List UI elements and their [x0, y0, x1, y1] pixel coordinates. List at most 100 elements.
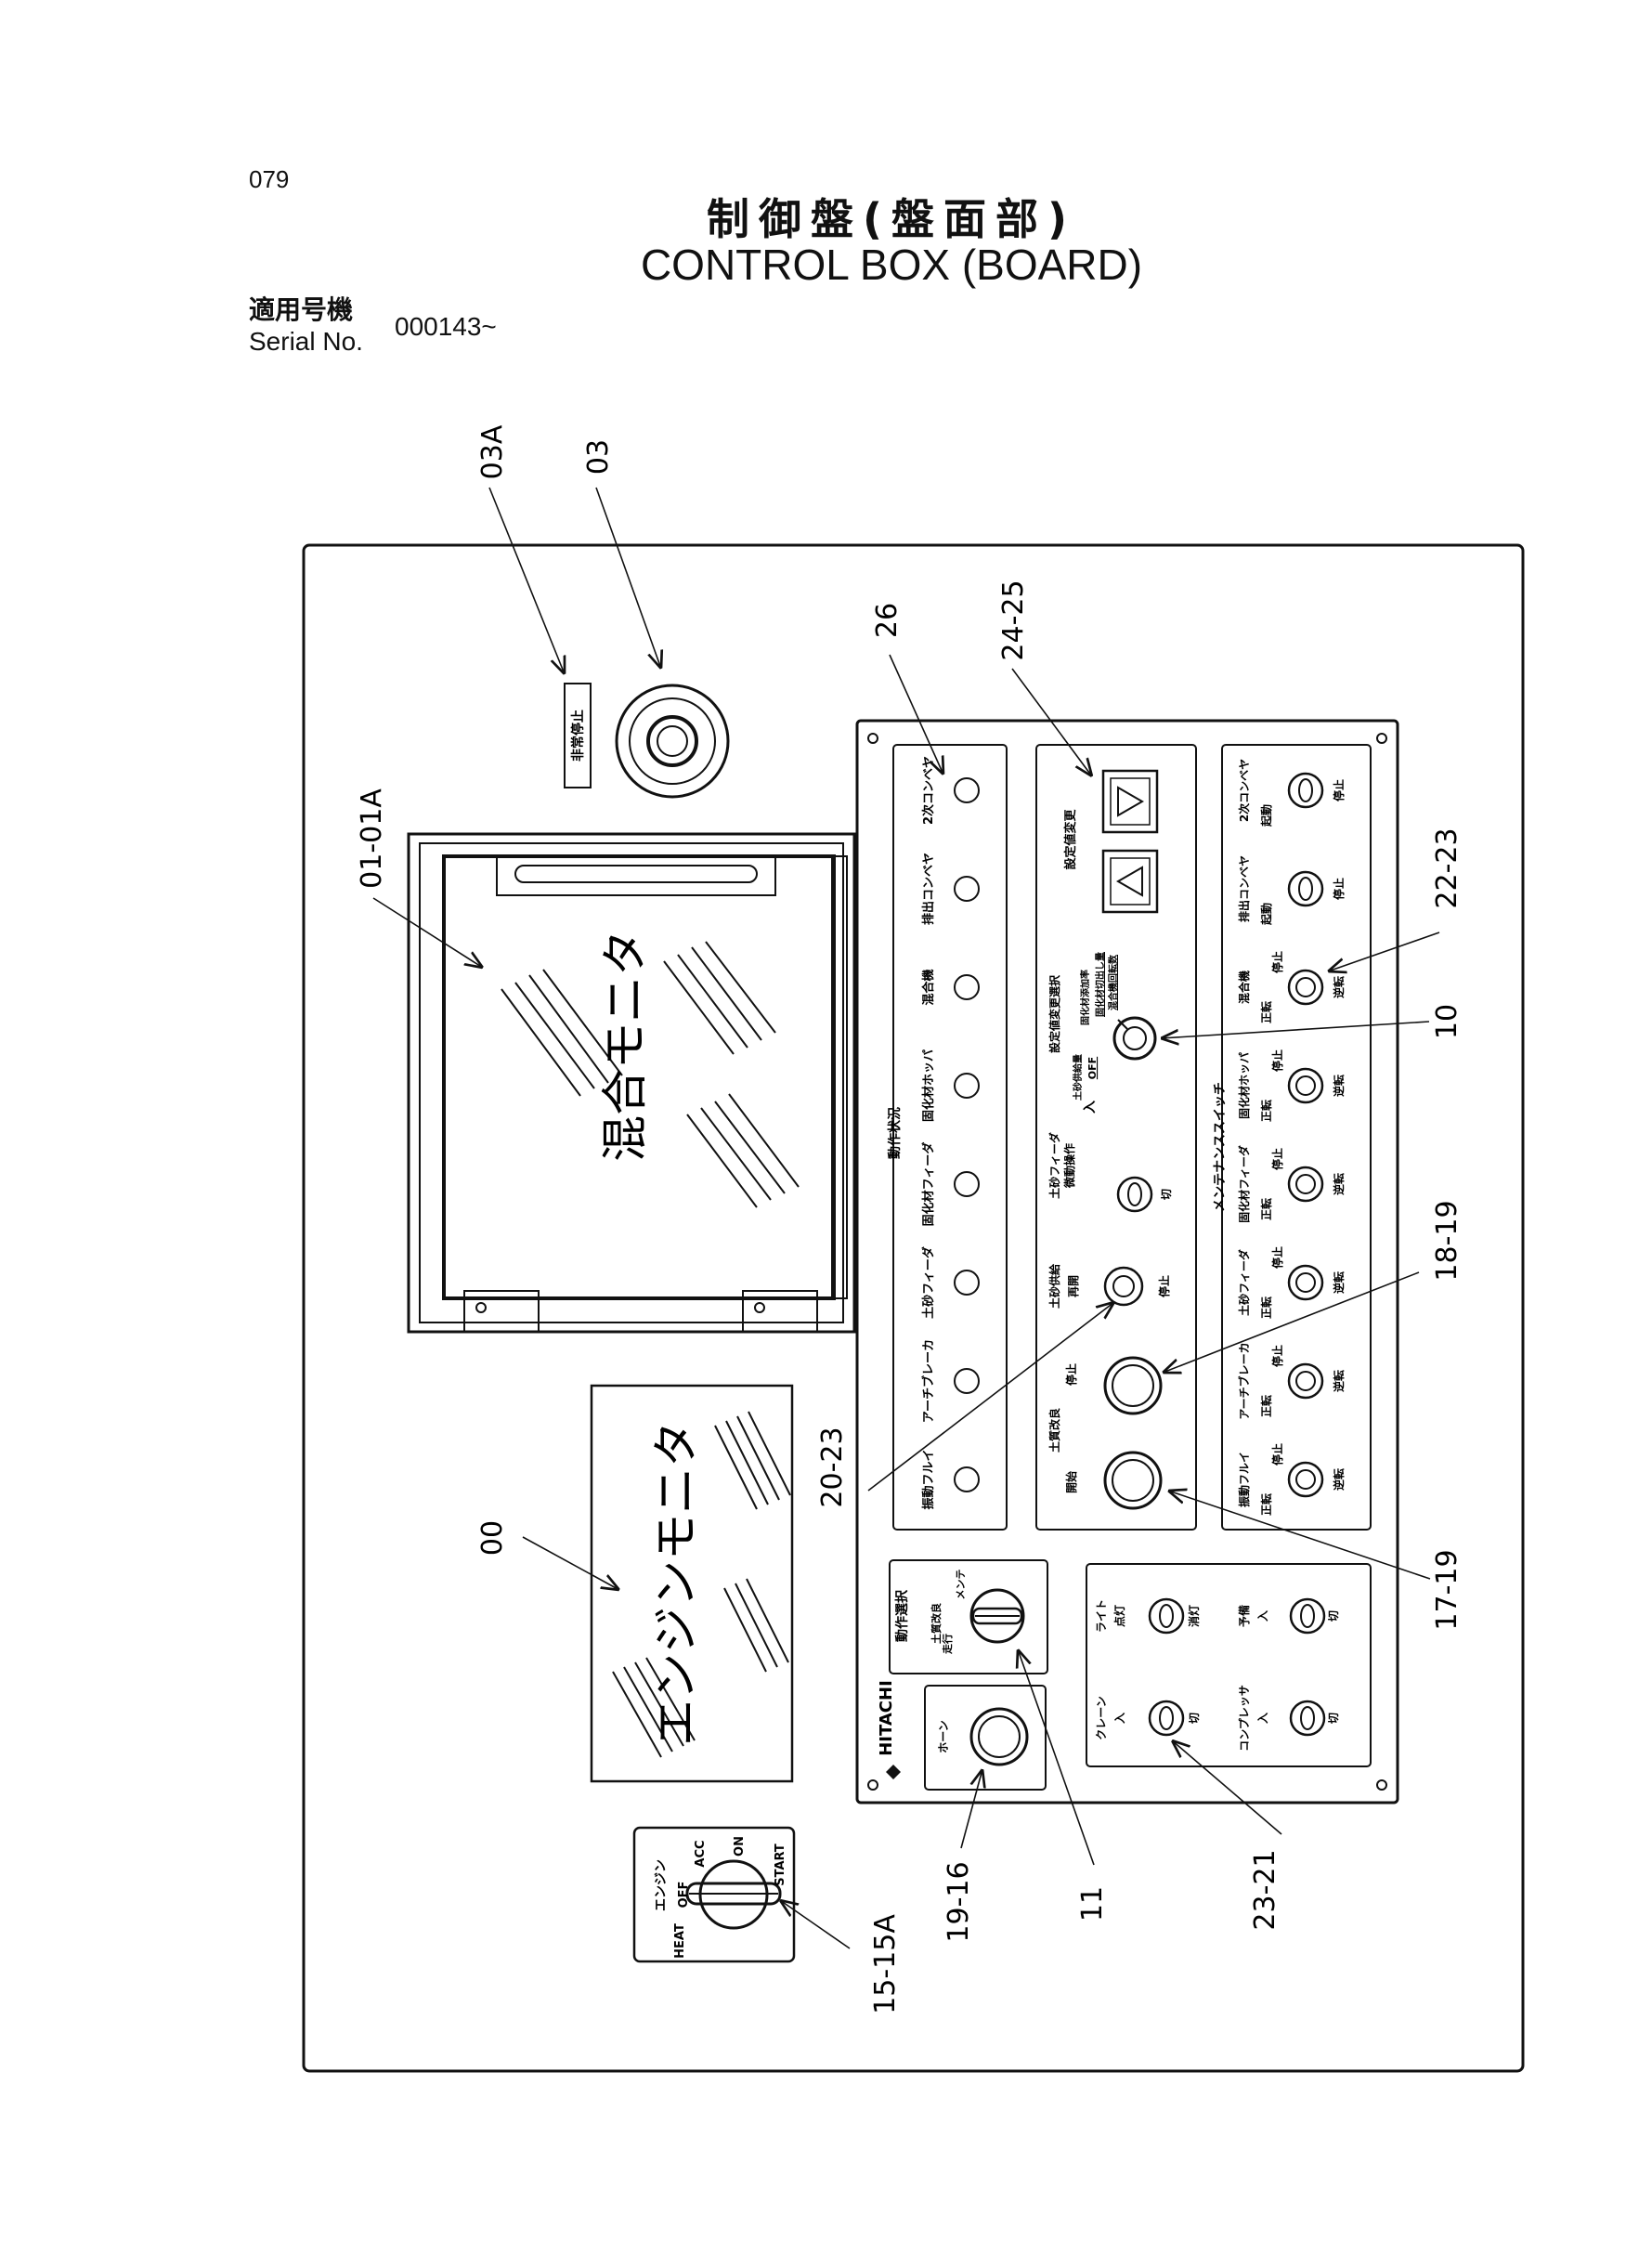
status-label-vibrating-sieve: 振動フルイ — [921, 1449, 936, 1509]
engine-key-start: START — [774, 1844, 787, 1886]
aux-light-on: 点灯 — [1112, 1605, 1126, 1627]
engine-key-on: ON — [733, 1836, 747, 1857]
soil-feeder-inching-toggle[interactable] — [1116, 1176, 1153, 1213]
aux-labels: ライト 点灯 消灯 予備 入 切 クレーン 入 切 コンプレッサ 入 切 — [1095, 1599, 1340, 1752]
status-lamps — [954, 777, 980, 1492]
callout-01-01a: 01-01A — [356, 788, 388, 889]
maint-stop-secondary-conveyor: 停止 — [1332, 779, 1346, 801]
soil-improve-start-button[interactable] — [1103, 1451, 1163, 1510]
hitachi-mark-icon — [886, 1765, 901, 1779]
soil-supply-resume: 再開 — [1067, 1275, 1080, 1297]
emergency-label: 非常停止 — [570, 710, 586, 762]
leader-lines — [372, 487, 1440, 1949]
maintenance-labels: 振動フルイ アーチブレーカ 土砂フィーダ 固化材フィーダ 固化材ホッパ 混合機 … — [1237, 759, 1346, 1516]
horn-button[interactable] — [969, 1707, 1029, 1766]
control-panel-plate — [855, 719, 1399, 1804]
callout-10: 10 — [1431, 1004, 1463, 1039]
settings-panel — [1035, 744, 1197, 1531]
maint-stop-vibrating-sieve: 停止 — [1270, 1443, 1284, 1466]
maint-label-solidifier-feeder: 固化材フィーダ — [1237, 1145, 1251, 1223]
maint-reverse-arch-breaker: 逆転 — [1332, 1370, 1346, 1392]
aux-crane-off: 切 — [1188, 1713, 1201, 1724]
maint-label-solidifier-hopper: 固化材ホッパ — [1237, 1052, 1251, 1119]
aux-crane-on: 入 — [1113, 1713, 1126, 1724]
status-panel-title: 動作状況 — [887, 1107, 903, 1159]
soil-feeder-inching-title: 土砂フィーダ — [1047, 1132, 1061, 1199]
maint-reverse-soil-feeder: 逆転 — [1332, 1271, 1346, 1294]
plate-screw-bottom-left — [867, 1779, 878, 1791]
soil-supply-stop: 停止 — [1157, 1275, 1171, 1297]
status-lamp-solidifier-feeder — [954, 1171, 980, 1197]
title-english: CONTROL BOX (BOARD) — [640, 241, 1143, 289]
aux-switches — [1148, 1597, 1326, 1737]
maint-switch-mixer[interactable] — [1287, 969, 1324, 1006]
serial-label-english: Serial No. — [249, 327, 363, 356]
aux-crane-label: クレーン — [1095, 1696, 1108, 1739]
soil-improve-stop: 停止 — [1064, 1363, 1078, 1386]
soil-improve-title: 土質改良 — [1047, 1408, 1061, 1453]
horn-panel — [924, 1685, 1047, 1791]
soil-feeder-inching-sub: 微動操作 — [1062, 1143, 1076, 1189]
setting-select-title: 設定値変更選択 — [1047, 974, 1061, 1053]
maint-switch-vibrating-sieve[interactable] — [1287, 1461, 1324, 1498]
setting-option-off: OFF — [1086, 1057, 1099, 1079]
setting-down-button[interactable] — [1101, 769, 1159, 834]
serial-value: 000143~ — [395, 312, 497, 341]
maint-switch-soil-feeder[interactable] — [1287, 1264, 1324, 1301]
maint-switch-solidifier-feeder[interactable] — [1287, 1166, 1324, 1203]
maint-switch-arch-breaker[interactable] — [1287, 1362, 1324, 1400]
emergency-stop-button[interactable] — [615, 684, 730, 799]
maint-label-vibrating-sieve: 振動フルイ — [1237, 1452, 1251, 1507]
light-toggle[interactable] — [1148, 1597, 1185, 1635]
status-lamp-secondary-conveyor — [954, 777, 980, 803]
mode-option-maintenance: メンテ — [955, 1570, 967, 1600]
status-label-discharge-conveyor: 排出コンベヤ — [921, 853, 936, 925]
maint-label-secondary-conveyor: 2次コンベヤ — [1237, 759, 1251, 822]
engine-monitor-frame — [590, 1384, 794, 1783]
setting-option-solidifier-rate: 固化材添加率 — [1079, 970, 1091, 1025]
crane-toggle[interactable] — [1148, 1700, 1185, 1737]
down-arrow-icon — [1117, 786, 1145, 817]
board-outline — [302, 543, 1525, 2073]
maint-switch-secondary-conveyor[interactable] — [1287, 772, 1324, 809]
mode-select-switch[interactable] — [969, 1588, 1025, 1644]
serial-label-japanese: 適用号機 — [249, 294, 354, 325]
engine-key-title: エンジン — [654, 1859, 669, 1911]
maint-start-discharge-conveyor: 起動 — [1259, 903, 1273, 926]
soil-improve-start: 開始 — [1064, 1471, 1078, 1493]
maint-label-arch-breaker: アーチブレーカ — [1237, 1342, 1251, 1419]
soil-supply-title: 土砂供給 — [1047, 1263, 1061, 1309]
maint-forward-vibrating-sieve: 正転 — [1259, 1493, 1273, 1516]
maint-start-secondary-conveyor: 起動 — [1259, 804, 1273, 827]
soil-improve-stop-button[interactable] — [1103, 1356, 1163, 1415]
status-lamp-mixer — [954, 974, 980, 1000]
maint-reverse-vibrating-sieve: 逆転 — [1332, 1468, 1346, 1491]
plate-screw-top-left — [867, 733, 878, 744]
aux-light-off: 消灯 — [1187, 1605, 1201, 1627]
callout-23-21: 23-21 — [1249, 1849, 1281, 1930]
status-label-soil-feeder: 土砂フィーダ — [921, 1246, 936, 1319]
callout-20-23: 20-23 — [816, 1427, 849, 1507]
maint-stop-solidifier-feeder: 停止 — [1270, 1148, 1284, 1170]
callout-18-19: 18-19 — [1431, 1200, 1463, 1281]
callout-numbers: 03A 03 26 24-25 01-01A 22-23 10 18-19 20… — [356, 424, 1463, 2014]
aux-compressor-on: 入 — [1256, 1713, 1269, 1724]
spare-toggle[interactable] — [1289, 1597, 1326, 1635]
emergency-label-plate — [564, 683, 592, 788]
maint-switch-solidifier-hopper[interactable] — [1287, 1067, 1324, 1104]
compressor-toggle[interactable] — [1289, 1700, 1326, 1737]
engine-key-acc: ACC — [694, 1840, 708, 1867]
setting-up-button[interactable] — [1101, 849, 1159, 914]
maintenance-panel-title: メンテナンススイッチ — [1213, 1082, 1228, 1212]
maint-stop-mixer: 停止 — [1270, 951, 1284, 973]
maint-stop-discharge-conveyor: 停止 — [1332, 878, 1346, 900]
title-japanese: 制御盤(盤面部) — [706, 194, 1077, 244]
setting-selector-knob[interactable] — [1112, 1016, 1157, 1061]
maint-switch-discharge-conveyor[interactable] — [1287, 870, 1324, 907]
mix-monitor-label: 混合モニタ — [598, 930, 652, 1162]
soil-supply-resume-button[interactable] — [1103, 1266, 1144, 1307]
status-labels: 振動フルイ アーチブレーカ 土砂フィーダ 固化材フィーダ 固化材ホッパ 混合機 … — [921, 756, 936, 1510]
engine-monitor-label: エンジンモニタ — [649, 1421, 703, 1746]
maintenance-switches — [1287, 772, 1324, 1498]
status-lamp-soil-feeder — [954, 1270, 980, 1296]
